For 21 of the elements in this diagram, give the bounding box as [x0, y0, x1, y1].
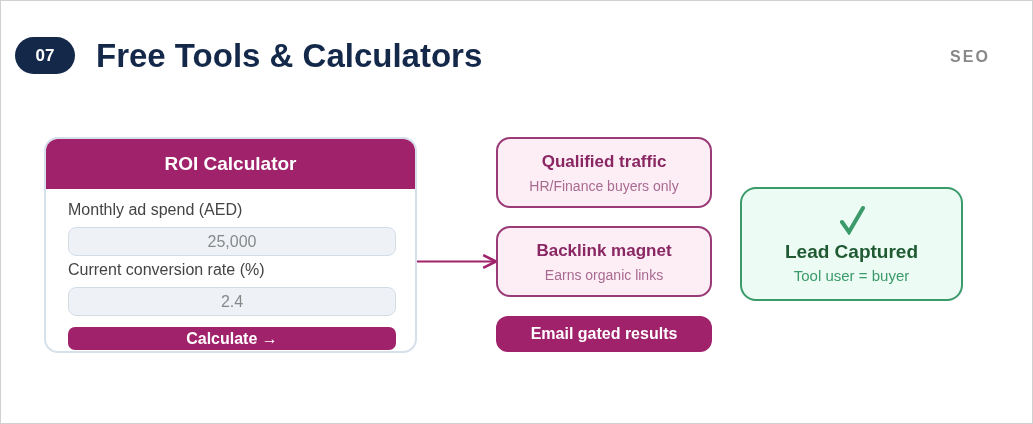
input-field: 25,000: [68, 227, 396, 256]
calculator-card: [44, 137, 417, 353]
box-subtext: HR/Finance buyers only: [529, 177, 679, 194]
calculate-button: Calculate →: [68, 327, 396, 350]
action-pill: Email gated results: [496, 316, 712, 352]
box-subtext: Tool user = buyer: [793, 266, 910, 284]
box-subtext: Earns organic links: [544, 266, 664, 283]
card-header: ROI Calculator: [46, 139, 415, 189]
number-badge: 07: [15, 37, 75, 74]
arrow: [416, 253, 498, 270]
box-heading: Backlink magnet: [536, 240, 672, 261]
box-heading: Qualified traffic: [541, 151, 667, 172]
box-heading: Lead Captured: [785, 240, 918, 263]
section-tag: SEO: [940, 46, 1000, 68]
benefit-box: [496, 226, 712, 297]
field-label: Current conversion rate (%): [68, 261, 265, 279]
benefit-box: [496, 137, 712, 208]
input-field: 2.4: [68, 287, 396, 316]
result-box: [740, 187, 963, 301]
field-label: Monthly ad spend (AED): [68, 201, 243, 219]
page-title: Free Tools & Calculators: [96, 36, 483, 76]
